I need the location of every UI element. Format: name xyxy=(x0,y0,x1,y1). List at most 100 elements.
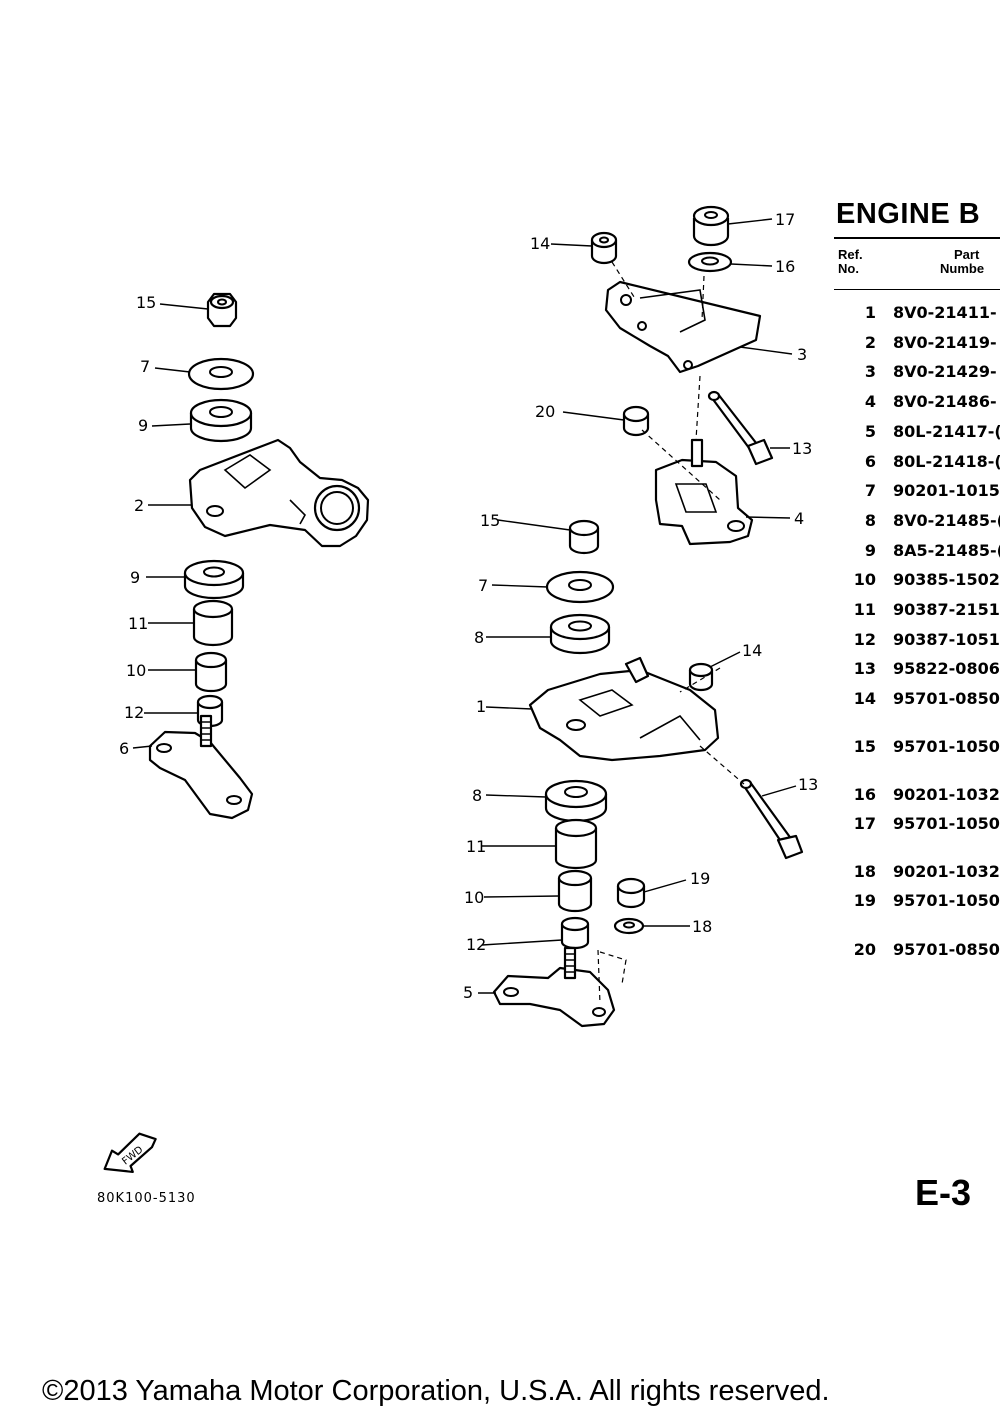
collar-12-right xyxy=(560,916,590,950)
header-part-line2: Numbe xyxy=(940,261,985,276)
part-number: 8V0-21485-( xyxy=(893,511,1000,530)
callout-left-9b: 9 xyxy=(130,568,140,587)
callout-left-15: 15 xyxy=(136,293,156,312)
callout-left-2: 2 xyxy=(134,496,144,515)
part-number: 95822-0806 xyxy=(893,659,1000,678)
part-number: 80L-21418-( xyxy=(893,452,1000,471)
part-number: 90387-2151 xyxy=(893,600,1000,619)
callout-right-4: 4 xyxy=(794,509,804,528)
part-number: 8A5-21485-( xyxy=(893,541,1000,560)
washer-7-left xyxy=(187,357,255,391)
callout-right-16: 16 xyxy=(775,257,795,276)
part-number: 8V0-21411- xyxy=(893,303,997,322)
ref-no: 12 xyxy=(853,630,876,649)
callout-right-14: 14 xyxy=(530,234,550,253)
callout-right-3: 3 xyxy=(797,345,807,364)
nut-15-right xyxy=(568,519,600,555)
damper-9-upper-left xyxy=(189,398,253,443)
table-header-rule xyxy=(834,289,1000,290)
part-number: 95701-1050 xyxy=(893,814,1000,833)
part-number: 90201-1015 xyxy=(893,481,1000,500)
callout-right-20: 20 xyxy=(535,402,555,421)
collar-10-right xyxy=(557,869,593,913)
washer-16 xyxy=(687,251,733,273)
nut-15-left xyxy=(206,292,238,328)
collar-12-left xyxy=(196,694,224,728)
part-number: 8V0-21419- xyxy=(893,333,997,352)
ref-no: 16 xyxy=(853,785,876,804)
part-number: 80L-21417-( xyxy=(893,422,1000,441)
bracket-3 xyxy=(604,280,762,374)
ref-no: 4 xyxy=(864,392,876,411)
callout-right-11: 11 xyxy=(466,837,486,856)
bracket-2 xyxy=(188,438,370,548)
nut-17 xyxy=(692,205,730,247)
nut-14-upper xyxy=(590,231,618,265)
washer-18 xyxy=(613,917,645,935)
ref-no: 8 xyxy=(864,511,876,530)
part-number: 90385-1502 xyxy=(893,570,1000,589)
ref-no: 14 xyxy=(853,689,876,708)
callout-left-7: 7 xyxy=(140,357,150,376)
ref-no: 3 xyxy=(864,362,876,381)
base-5 xyxy=(492,946,616,1028)
table-top-rule xyxy=(834,237,1000,239)
callout-right-1: 1 xyxy=(476,697,486,716)
header-part-number: Part Numbe xyxy=(940,248,984,276)
base-6 xyxy=(148,714,254,820)
ref-no: 17 xyxy=(853,814,876,833)
collar-11-right xyxy=(554,818,598,870)
damper-9-lower-left xyxy=(183,559,245,600)
ref-no: 5 xyxy=(864,422,876,441)
callout-right-13b: 13 xyxy=(798,775,818,794)
right-assembly xyxy=(492,205,804,1028)
bracket-4 xyxy=(654,438,754,546)
bolt-13-lower xyxy=(739,778,804,860)
part-number: 95701-0850 xyxy=(893,689,1000,708)
nut-14-lower xyxy=(688,662,714,692)
ref-no: 1 xyxy=(864,303,876,322)
callout-right-17: 17 xyxy=(775,210,795,229)
part-number: 95701-1050 xyxy=(893,891,1000,910)
callout-right-10: 10 xyxy=(464,888,484,907)
ref-no: 10 xyxy=(853,570,876,589)
table-title: ENGINE B xyxy=(836,198,981,230)
callout-right-7: 7 xyxy=(478,576,488,595)
callout-right-15: 15 xyxy=(480,511,500,530)
left-assembly xyxy=(148,292,370,820)
ref-no: 6 xyxy=(864,452,876,471)
bolt-13-upper xyxy=(707,390,774,466)
copyright-notice: ©2013 Yamaha Motor Corporation, U.S.A. A… xyxy=(42,1375,830,1407)
fwd-arrow-icon: FWD xyxy=(103,1132,157,1174)
ref-no: 11 xyxy=(853,600,876,619)
part-number: 95701-0850 xyxy=(893,940,1000,959)
callout-left-6: 6 xyxy=(119,739,129,758)
nut-20 xyxy=(622,405,650,437)
callout-left-10: 10 xyxy=(126,661,146,680)
leader-lines xyxy=(132,218,797,994)
callout-right-13: 13 xyxy=(792,439,812,458)
callout-right-5: 5 xyxy=(463,983,473,1002)
callout-right-8: 8 xyxy=(474,628,484,647)
damper-8-lower xyxy=(544,779,608,823)
ref-no: 19 xyxy=(853,891,876,910)
callout-right-18: 18 xyxy=(692,917,712,936)
header-part-line1: Part xyxy=(954,247,980,262)
bracket-1 xyxy=(528,656,720,762)
header-ref-line2: No. xyxy=(838,261,859,276)
collar-10-left xyxy=(194,651,228,693)
nut-19 xyxy=(616,877,646,909)
header-ref-no: Ref. No. xyxy=(838,248,878,276)
ref-no: 9 xyxy=(864,541,876,560)
callout-right-19: 19 xyxy=(690,869,710,888)
collar-11-left xyxy=(192,599,234,647)
washer-7-right xyxy=(545,570,615,604)
ref-no: 13 xyxy=(853,659,876,678)
diagram-code: 80K100-5130 xyxy=(97,1191,196,1206)
page-number: E-3 xyxy=(915,1172,972,1213)
ref-no: 7 xyxy=(864,481,876,500)
callout-left-11: 11 xyxy=(128,614,148,633)
damper-8-upper xyxy=(549,613,611,655)
callout-left-12: 12 xyxy=(124,703,144,722)
